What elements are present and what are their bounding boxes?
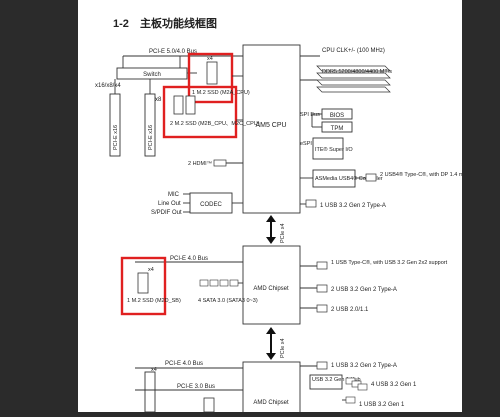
x8-label: x8 [155,97,162,103]
usb32-port-icon [305,199,317,208]
x4-top-label: x4 [207,56,213,62]
switch-block [116,67,188,80]
usbc-label: 1 USB Type-C®, with USB 3.2 Gen 2x2 supp… [331,259,448,266]
chipset1-block [242,245,301,325]
lineout-label: Line Out [158,201,181,207]
usb-hub-ports-icon [345,377,368,391]
c2-usb-a-port-icon [316,361,328,370]
usb-hub-block [309,374,343,390]
hdmi-label: 2 HDMI™ [188,161,212,167]
right-margin [462,0,500,412]
m2-cpu2-highlight [162,85,238,139]
pcie-x16-b-label: PCI-E x16 [148,125,154,150]
mic-label: MIC [168,192,180,198]
m2-cpu2-slot-icon-b [185,95,196,115]
usb-gen2-port-icon [345,396,356,404]
ddr-label: DDR5 5200/4800/4400 MT/s [322,69,392,75]
usb20-label: 2 USB 2.0/1.1 [331,307,369,313]
hdmi-port-icon [213,159,227,167]
espi-label: eSPI Bus [300,141,323,147]
switch-label: Switch [143,72,161,78]
m2-sb-slot-icon [137,272,149,294]
pcie-x4-label-1: PCIe x4 [280,223,286,243]
down-arrow-icon-2 [266,353,276,360]
usb-a-label: 2 USB 3.2 Gen 2 Type-A [331,287,397,293]
down-arrow-icon [266,237,276,244]
m2-sb-highlight [120,256,167,316]
chipset2-label: AMD Chipset [253,400,289,406]
spi-label: SPI Bus [300,112,320,118]
usbc-port-icon [316,261,328,270]
up-arrow-icon [266,215,276,222]
pcie-x4-label-2: PCIe x4 [280,338,286,358]
up-arrow-icon-2 [266,327,276,334]
usb-hub-label: USB 3.2 Gen 1 Hub [312,377,361,383]
asmedia-label: ASMedia USB4® Controller [315,175,383,182]
usb4-port-icon [365,173,377,182]
chipset2-m2-icon [203,397,215,413]
section-title: 主板功能线框图 [140,16,217,30]
superio-label: ITE® Super I/O [315,146,353,153]
m2-sb-label: 1 M.2 SSD (M2D_SB) [127,298,181,304]
sata-label: 4 SATA 3.0 (SATA3 0~3) [198,298,258,304]
spdif-label: S/PDIF Out [151,210,182,216]
tpm-label: TPM [331,126,344,132]
pcie-x16-a-label: PCI-E x16 [113,125,119,150]
usb20-port-icon [316,304,328,313]
ddr-memory-stack [316,65,391,93]
usb4-label: 2 USB4® Type-C®, with DP 1.4 mode [380,171,473,178]
asmedia-block [312,169,356,188]
chipset2-x4-label: x4 [151,367,157,373]
clk-label: CPU CLK+/- (100 MHz) [322,48,385,54]
usb-gen2-label: 1 USB 3.2 Gen 1 [359,402,405,408]
usb-gen1-label: 4 USB 3.2 Gen 1 [371,382,417,388]
sata-ports-icon [199,279,239,287]
m2-cpu-label: 1 M.2 SSD (M2A_CPU) [192,90,250,96]
chipset1-bus-label: PCI-E 4.0 Bus [170,256,208,262]
superio-block [312,137,344,160]
c2-usb-a-label: 1 USB 3.2 Gen 2 Type-A [331,363,397,369]
usb-a-port-icon [316,284,328,293]
m2-cpu2-slot-icon-a [173,95,184,115]
chipset2-bus-label: PCI-E 4.0 Bus [165,361,203,367]
cpu-block [242,44,301,214]
cpu-label: AM5 CPU [255,122,286,129]
chipset2-block [242,361,301,417]
usb32-label: 1 USB 3.2 Gen 2 Type-A [320,203,386,209]
chipset1-label: AMD Chipset [253,286,289,292]
left-margin [0,0,78,412]
chipset2-bus2-label: PCI-E 3.0 Bus [177,384,215,390]
x16x4-label: x16/x8/x4 [95,83,121,89]
bios-label: BIOS [330,113,344,119]
m2-sb-x4-label: x4 [148,267,154,273]
section-number: 1-2 [113,18,129,30]
m2-cpu-slot-icon [206,61,218,85]
m2-cpu2-label: 2 M.2 SSD (M2B_CPU、M2C_CPU) [170,121,260,127]
codec-label: CODEC [200,202,222,208]
m2-cpu-highlight [187,52,234,104]
pcie-top-bus-label: PCI-E 5.0/4.0 Bus [149,49,197,55]
